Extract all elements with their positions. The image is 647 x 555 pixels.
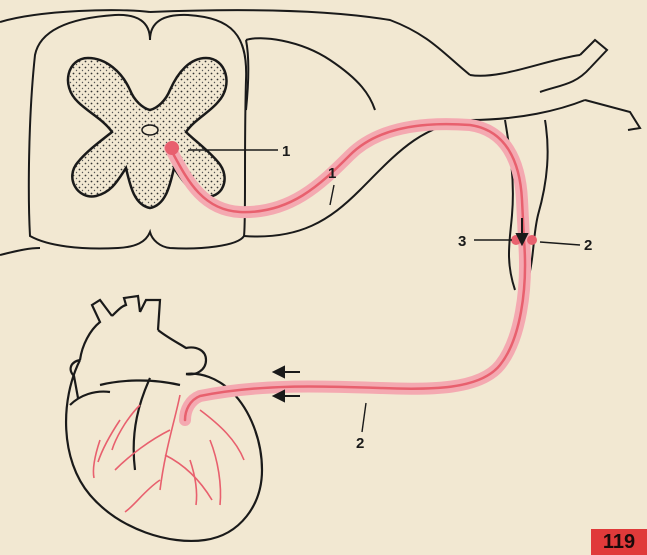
coronary-vessels bbox=[93, 395, 244, 512]
heart-illustration bbox=[66, 296, 262, 541]
label-postganglionic-fiber: 2 bbox=[356, 435, 364, 452]
label-ganglion-left: 3 bbox=[458, 233, 466, 250]
ganglion-synapse-right bbox=[527, 235, 537, 245]
label-preganglionic-fiber: 1 bbox=[328, 165, 336, 182]
neuron-body bbox=[165, 141, 179, 155]
page-number-badge: 119 bbox=[591, 529, 647, 555]
gray-matter bbox=[68, 58, 227, 208]
label-neuron-body: 1 bbox=[282, 143, 290, 160]
postganglionic-fiber-path bbox=[185, 240, 525, 420]
label-ganglion-right: 2 bbox=[584, 237, 592, 254]
